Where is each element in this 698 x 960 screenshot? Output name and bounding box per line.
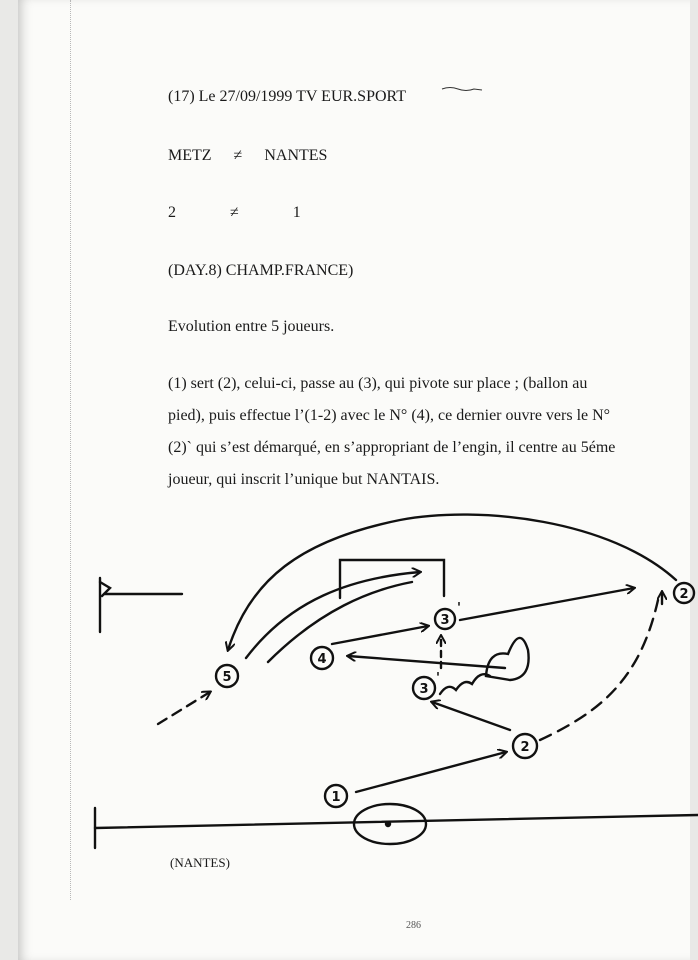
description: (1) sert (2), celui-ci, passe au (3), qu… [168, 368, 666, 496]
pass-2-to-3 [432, 702, 512, 732]
pen-mark [441, 87, 483, 91]
shot-arrow-2 [266, 580, 414, 664]
away-team: NANTES [264, 147, 328, 164]
player-3-label: 3 [419, 682, 428, 697]
player-3-prime [433, 607, 457, 631]
player-2prime-label: 2 [679, 587, 688, 602]
player-2-label: 2 [520, 740, 529, 755]
center-spot [384, 820, 392, 828]
pass-4-to-3prime [330, 626, 428, 646]
player-5-label: 5 [222, 670, 231, 685]
player-5 [214, 663, 240, 689]
match-line: (17) Le 27/09/1999 TV EUR.SPORT [168, 88, 407, 105]
player-2-prime [672, 581, 696, 605]
player-1-label: 1 [331, 790, 340, 805]
binding-edge [70, 0, 72, 900]
player-4-label: 4 [317, 652, 326, 667]
subtitle: Evolution entre 5 joueurs. [168, 318, 335, 335]
page-number: 286 [406, 920, 421, 931]
shot-arrow [244, 572, 420, 660]
away-score: 1 [292, 204, 301, 221]
pass-3-to-4 [348, 656, 507, 670]
prime-mark: ' [457, 601, 461, 616]
player-3 [411, 675, 437, 701]
pass-3prime-right [458, 588, 634, 622]
play-diagram: 5 4 3 ' 3 ' 2 1 2 [93, 513, 698, 850]
player-1 [323, 783, 349, 809]
teams-line: METZ ≠ NANTES [168, 147, 327, 165]
goal-frame [338, 558, 446, 600]
description-line: pied), puis effectue l’(1-2) avec le N° … [168, 407, 611, 424]
player-3prime-label: 3 [440, 613, 449, 628]
halfway-line [93, 813, 698, 830]
prime-mark-3: ' [436, 671, 440, 686]
competition-line: (DAY.8) CHAMP.FRANCE) [168, 262, 354, 279]
caption: (NANTES) [170, 855, 230, 870]
player-2 [511, 732, 539, 760]
pass-1-to-2 [354, 752, 506, 794]
center-circle [352, 802, 428, 846]
squiggle [438, 673, 492, 696]
home-team: METZ [168, 147, 212, 164]
run-to-5 [156, 692, 210, 726]
description-line: joueur, qui inscrit l’unique but NANTAIS… [168, 471, 440, 488]
teams-separator: ≠ [233, 147, 243, 164]
cross-arrow [228, 513, 678, 650]
document-page [18, 0, 690, 960]
ball-cloud [484, 636, 530, 682]
score-separator: ≠ [230, 204, 239, 221]
description-line: (2)` qui s’est démarqué, en s’approprian… [168, 439, 616, 456]
description-line: (1) sert (2), celui-ci, passe au (3), qu… [168, 375, 588, 392]
score-line: 2 ≠ 1 [168, 204, 301, 222]
run-2-to-2prime [538, 598, 660, 742]
home-score: 2 [168, 204, 176, 221]
player-4 [309, 645, 335, 671]
